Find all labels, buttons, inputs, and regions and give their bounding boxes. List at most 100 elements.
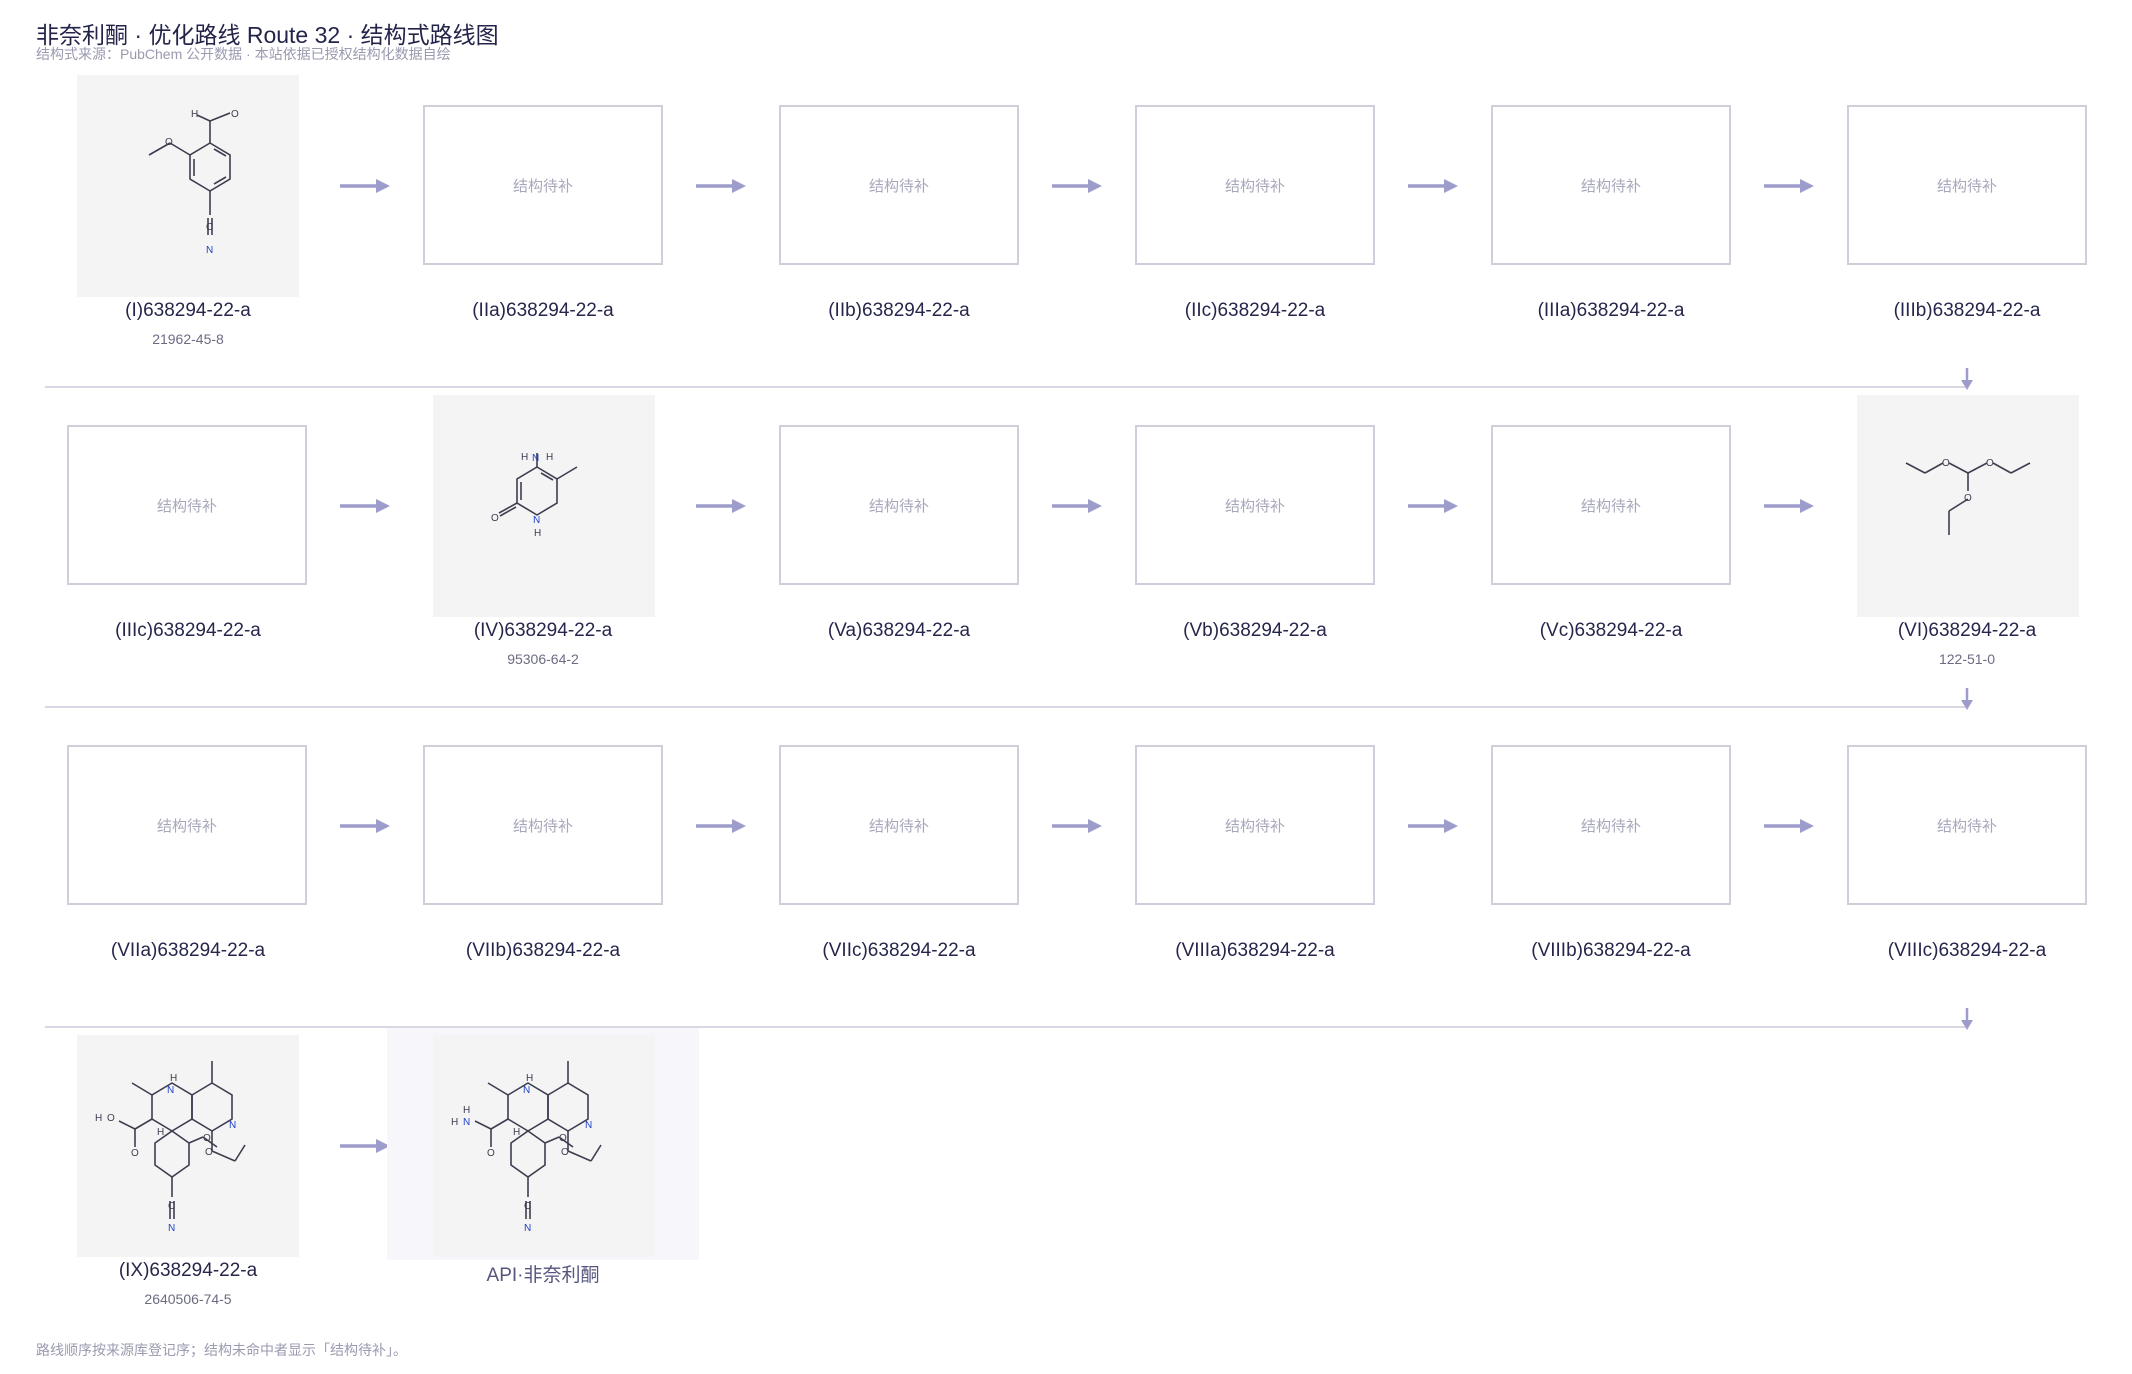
structure-placeholder: 结构待补 bbox=[1135, 105, 1375, 265]
arrow-down-icon bbox=[1958, 688, 1976, 712]
node-label-iiia: (IIIa)638294-22-a bbox=[1537, 300, 1685, 321]
structure-placeholder: 结构待补 bbox=[423, 745, 663, 905]
svg-text:O: O bbox=[231, 109, 239, 120]
node-label-iiic: (IIIc)638294-22-a bbox=[115, 620, 261, 641]
svg-text:H: H bbox=[521, 452, 528, 463]
structure-placeholder: 结构待补 bbox=[779, 745, 1019, 905]
node-label-api: API·非奈利酮 bbox=[486, 1265, 600, 1286]
svg-text:N: N bbox=[463, 1117, 470, 1128]
row-divider bbox=[45, 386, 1965, 388]
svg-text:C: C bbox=[168, 1201, 175, 1212]
node-cas-i: 21962-45-8 bbox=[152, 331, 224, 347]
structure-placeholder: 结构待补 bbox=[1135, 425, 1375, 585]
svg-text:O: O bbox=[1986, 458, 1994, 469]
arrow-icon bbox=[1408, 817, 1458, 835]
row-divider bbox=[45, 1026, 1965, 1028]
svg-text:N: N bbox=[585, 1120, 592, 1131]
structure-image-vi: O O O bbox=[1857, 395, 2079, 617]
node-label-viib: (VIIb)638294-22-a bbox=[465, 940, 621, 961]
node-cas-iv: 95306-64-2 bbox=[507, 651, 579, 667]
row-divider bbox=[45, 706, 1965, 708]
structure-image-i: H O O C N bbox=[77, 75, 299, 297]
structure-placeholder: 结构待补 bbox=[1847, 745, 2087, 905]
svg-text:O: O bbox=[107, 1113, 115, 1124]
svg-text:H: H bbox=[157, 1127, 164, 1138]
node-label-iiib: (IIIb)638294-22-a bbox=[1893, 300, 2041, 321]
structure-placeholder: 结构待补 bbox=[779, 105, 1019, 265]
arrow-icon bbox=[696, 817, 746, 835]
svg-text:O: O bbox=[559, 1133, 567, 1144]
node-label-viic: (VIIc)638294-22-a bbox=[822, 940, 976, 961]
svg-text:C: C bbox=[524, 1201, 531, 1212]
svg-text:N: N bbox=[167, 1085, 174, 1096]
node-label-viia: (VIIa)638294-22-a bbox=[110, 940, 266, 961]
svg-text:N: N bbox=[523, 1085, 530, 1096]
structure-image-api: H N N H N H O O O H C N bbox=[433, 1035, 655, 1257]
arrow-icon bbox=[340, 817, 390, 835]
node-cas-ix: 2640506-74-5 bbox=[144, 1291, 232, 1307]
arrow-down-icon bbox=[1958, 368, 1976, 392]
page-subtitle: 结构式来源：PubChem 公开数据 · 本站依据已授权结构化数据自绘 bbox=[36, 46, 451, 62]
arrow-icon bbox=[340, 1137, 390, 1155]
svg-text:O: O bbox=[131, 1148, 139, 1159]
arrow-icon bbox=[696, 177, 746, 195]
structure-placeholder: 结构待补 bbox=[1847, 105, 2087, 265]
arrow-icon bbox=[1408, 497, 1458, 515]
svg-text:O: O bbox=[1964, 493, 1972, 504]
page-title: 非奈利酮 · 优化路线 Route 32 · 结构式路线图 bbox=[36, 22, 499, 48]
node-label-va: (Va)638294-22-a bbox=[827, 620, 971, 641]
svg-text:N: N bbox=[168, 1223, 175, 1234]
node-cas-vi: 122-51-0 bbox=[1938, 651, 1996, 667]
svg-text:O: O bbox=[487, 1148, 495, 1159]
arrow-icon bbox=[1764, 497, 1814, 515]
node-label-ix: (IX)638294-22-a bbox=[118, 1260, 258, 1281]
svg-text:N: N bbox=[206, 245, 213, 256]
arrow-icon bbox=[1052, 817, 1102, 835]
structure-placeholder: 结构待补 bbox=[423, 105, 663, 265]
arrow-icon bbox=[1408, 177, 1458, 195]
svg-text:O: O bbox=[203, 1133, 211, 1144]
node-label-i: (I)638294-22-a bbox=[125, 300, 251, 321]
svg-text:H: H bbox=[170, 1073, 177, 1084]
arrow-icon bbox=[1052, 497, 1102, 515]
node-label-vi: (VI)638294-22-a bbox=[1897, 620, 2037, 641]
node-label-vb: (Vb)638294-22-a bbox=[1183, 620, 1327, 641]
arrow-icon bbox=[1764, 817, 1814, 835]
svg-text:O: O bbox=[561, 1147, 569, 1158]
svg-text:H: H bbox=[526, 1073, 533, 1084]
node-label-iib: (IIb)638294-22-a bbox=[828, 300, 970, 321]
svg-text:N: N bbox=[524, 1223, 531, 1234]
arrow-icon bbox=[1764, 177, 1814, 195]
node-label-viiib: (VIIIb)638294-22-a bbox=[1531, 940, 1691, 961]
svg-text:O: O bbox=[1942, 458, 1950, 469]
node-label-viiic: (VIIIc)638294-22-a bbox=[1887, 940, 2047, 961]
arrow-down-icon bbox=[1958, 1008, 1976, 1032]
svg-text:O: O bbox=[165, 137, 173, 148]
arrow-icon bbox=[696, 497, 746, 515]
node-label-iia: (IIa)638294-22-a bbox=[472, 300, 614, 321]
structure-placeholder: 结构待补 bbox=[67, 745, 307, 905]
node-label-viiia: (VIIIa)638294-22-a bbox=[1175, 940, 1335, 961]
structure-image-ix: H N N H O O O O H C N bbox=[77, 1035, 299, 1257]
svg-text:N: N bbox=[533, 515, 540, 526]
svg-text:N: N bbox=[532, 453, 539, 464]
node-label-vc: (Vc)638294-22-a bbox=[1539, 620, 1683, 641]
structure-placeholder: 结构待补 bbox=[1135, 745, 1375, 905]
svg-text:C: C bbox=[206, 222, 213, 233]
structure-placeholder: 结构待补 bbox=[779, 425, 1019, 585]
svg-text:H: H bbox=[463, 1105, 470, 1116]
svg-text:O: O bbox=[205, 1147, 213, 1158]
structure-placeholder: 结构待补 bbox=[67, 425, 307, 585]
arrow-icon bbox=[340, 177, 390, 195]
arrow-icon bbox=[340, 497, 390, 515]
footer-note: 路线顺序按来源库登记序；结构未命中者显示「结构待补」。 bbox=[36, 1342, 407, 1358]
svg-text:H: H bbox=[95, 1113, 102, 1124]
structure-placeholder: 结构待补 bbox=[1491, 105, 1731, 265]
svg-text:O: O bbox=[491, 513, 499, 524]
arrow-icon bbox=[1052, 177, 1102, 195]
structure-placeholder: 结构待补 bbox=[1491, 425, 1731, 585]
structure-placeholder: 结构待补 bbox=[1491, 745, 1731, 905]
svg-text:N: N bbox=[229, 1120, 236, 1131]
svg-text:H: H bbox=[451, 1117, 458, 1128]
svg-text:H: H bbox=[546, 452, 553, 463]
